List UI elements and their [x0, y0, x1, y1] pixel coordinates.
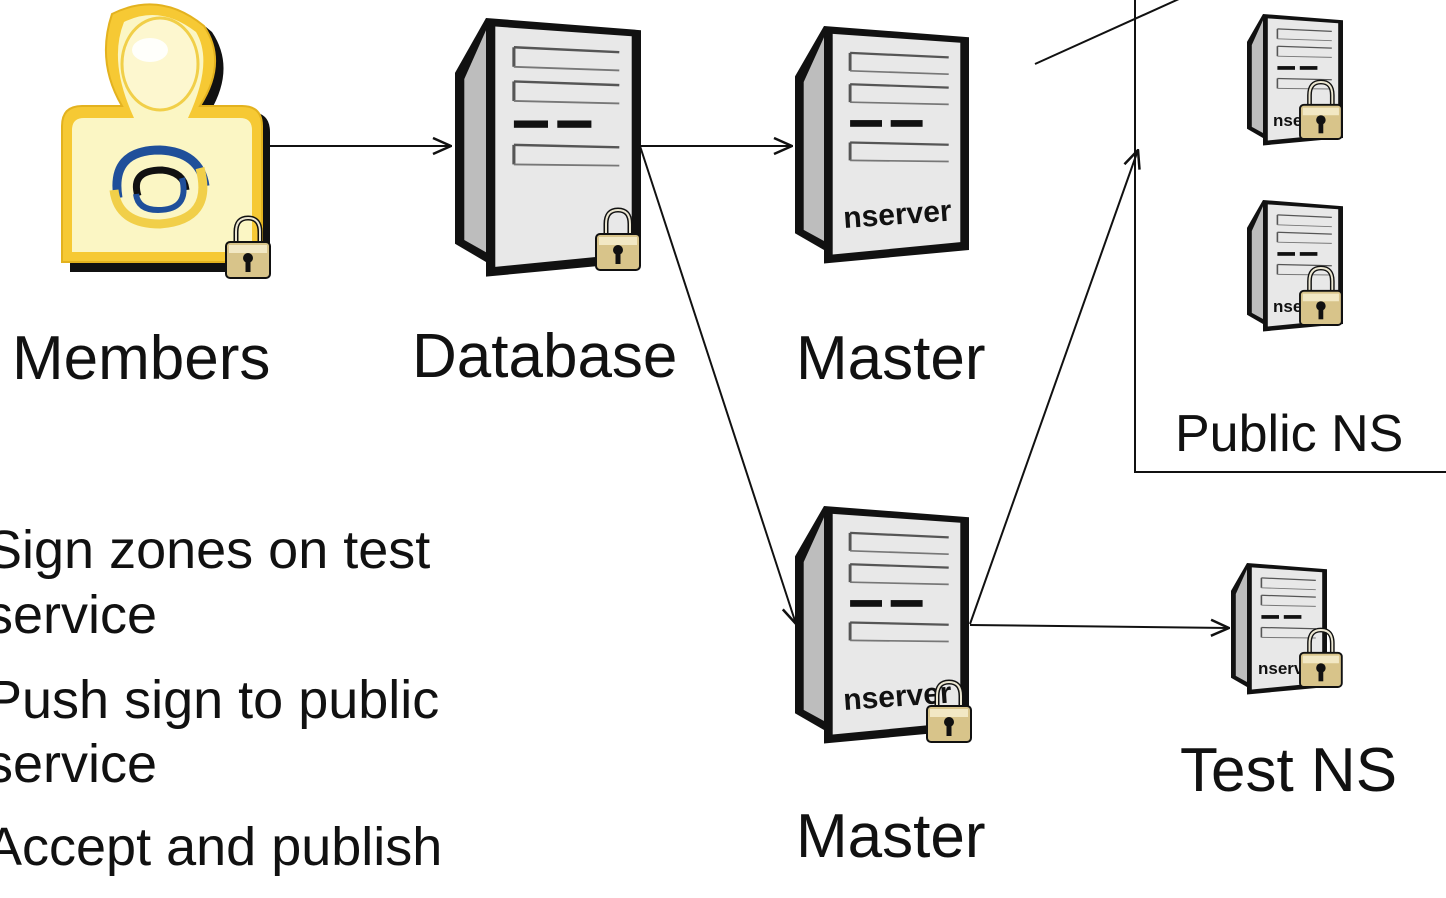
- organization-logo-icon: [109, 145, 210, 229]
- step-item: Sign zones on test service: [0, 520, 431, 645]
- database-to-master-bottom-arrow: [639, 145, 796, 624]
- public-ns-server-1-icon: nse: [1246, 13, 1343, 147]
- test-ns-server-icon: nserv: [1230, 562, 1342, 696]
- public-ns-server-2-text: nse: [1273, 297, 1302, 316]
- public-ns-server-1-text: nse: [1273, 111, 1302, 130]
- master-bottom-to-test-ns-arrow: [969, 625, 1229, 628]
- master-top-to-public-ns-line: [1034, 0, 1180, 65]
- diagram-canvas: nserver nserver nse nse nserv: [61, 0, 1446, 745]
- test-ns-server-text: nserv: [1258, 659, 1304, 678]
- step-item: Push sign to public service: [0, 669, 440, 795]
- master-bottom-to-public-ns-arrow: [969, 150, 1138, 625]
- public-ns-label: Public NS: [1175, 405, 1404, 463]
- steps-list: Sign zones on test service Push sign to …: [0, 518, 506, 898]
- members-icon: [61, 3, 270, 278]
- members-label: Members: [12, 324, 271, 393]
- test-ns-label: Test NS: [1180, 736, 1398, 805]
- master-top-server-icon: nserver: [793, 24, 971, 265]
- database-label: Database: [412, 322, 678, 391]
- master-top-server-text: nserver: [842, 194, 953, 235]
- database-server-icon: [453, 16, 643, 279]
- master-bottom-label: Master: [796, 802, 986, 871]
- master-bottom-server-icon: nserver: [793, 504, 971, 745]
- master-top-label: Master: [796, 324, 986, 393]
- public-ns-server-2-icon: nse: [1246, 199, 1343, 333]
- step-item: Accept and publish: [0, 817, 443, 878]
